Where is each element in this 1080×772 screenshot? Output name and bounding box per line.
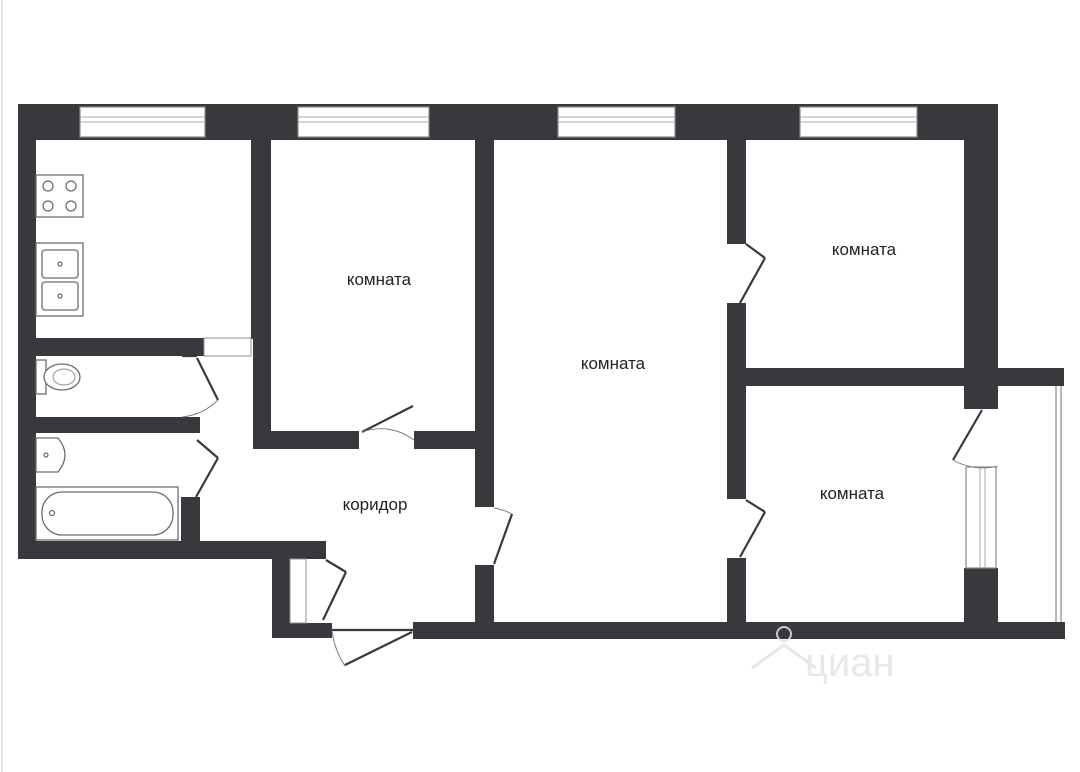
storage-left-wall (272, 541, 290, 638)
room-label-3: комната (832, 240, 897, 259)
door-icon (739, 243, 766, 304)
kitchen-opening (203, 337, 252, 357)
storage-bottom-wall (272, 623, 332, 638)
washbasin-icon (35, 437, 66, 473)
door-icon (331, 628, 413, 667)
door-icon (739, 499, 766, 558)
window-icon (965, 466, 997, 569)
door-icon (492, 507, 514, 565)
kitchen-bottom-wall (18, 338, 204, 356)
door-icon (195, 439, 219, 498)
watermark-text: циан (805, 641, 895, 685)
balcony (965, 368, 1064, 639)
kitchen-right-wall (251, 104, 271, 339)
bathtub-icon (35, 486, 179, 541)
room-label-4: комната (820, 484, 885, 503)
right-wall-lower (964, 568, 998, 628)
room2-room3-wall-upper (727, 104, 746, 244)
room1-bottom-wall-right (414, 431, 494, 449)
door-icon (361, 405, 415, 441)
toilet-bath-wall (18, 417, 200, 433)
door-icon (952, 409, 999, 469)
door-icon (181, 354, 219, 418)
toilet-icon (35, 359, 81, 395)
sink-icon (35, 242, 84, 317)
window-icon (557, 106, 676, 138)
room1-bottom-wall-left (253, 431, 359, 449)
window-icon (79, 106, 206, 138)
left-bottom-wall (18, 541, 326, 559)
corridor-label: коридор (343, 495, 408, 514)
room1-room2-wall (475, 104, 494, 507)
room-label-1: комната (347, 270, 412, 289)
windows (79, 106, 918, 138)
room2-left-lower-wall (475, 565, 494, 637)
window-icon (297, 106, 430, 138)
walls (18, 104, 1065, 639)
right-wall-upper (964, 104, 998, 409)
door-icon (289, 558, 347, 624)
left-wall (18, 104, 36, 559)
window-icon (799, 106, 918, 138)
room1-left-wall (253, 335, 271, 449)
doors (181, 243, 999, 667)
stove-icon (35, 174, 84, 218)
room3-room4-wall (728, 368, 1064, 386)
bath-right-wall (181, 497, 200, 559)
room-label-2: комната (581, 354, 646, 373)
room2-room3-wall-mid (727, 303, 746, 499)
room2-room4-wall-lower (727, 558, 746, 638)
watermark: циан (751, 626, 895, 685)
